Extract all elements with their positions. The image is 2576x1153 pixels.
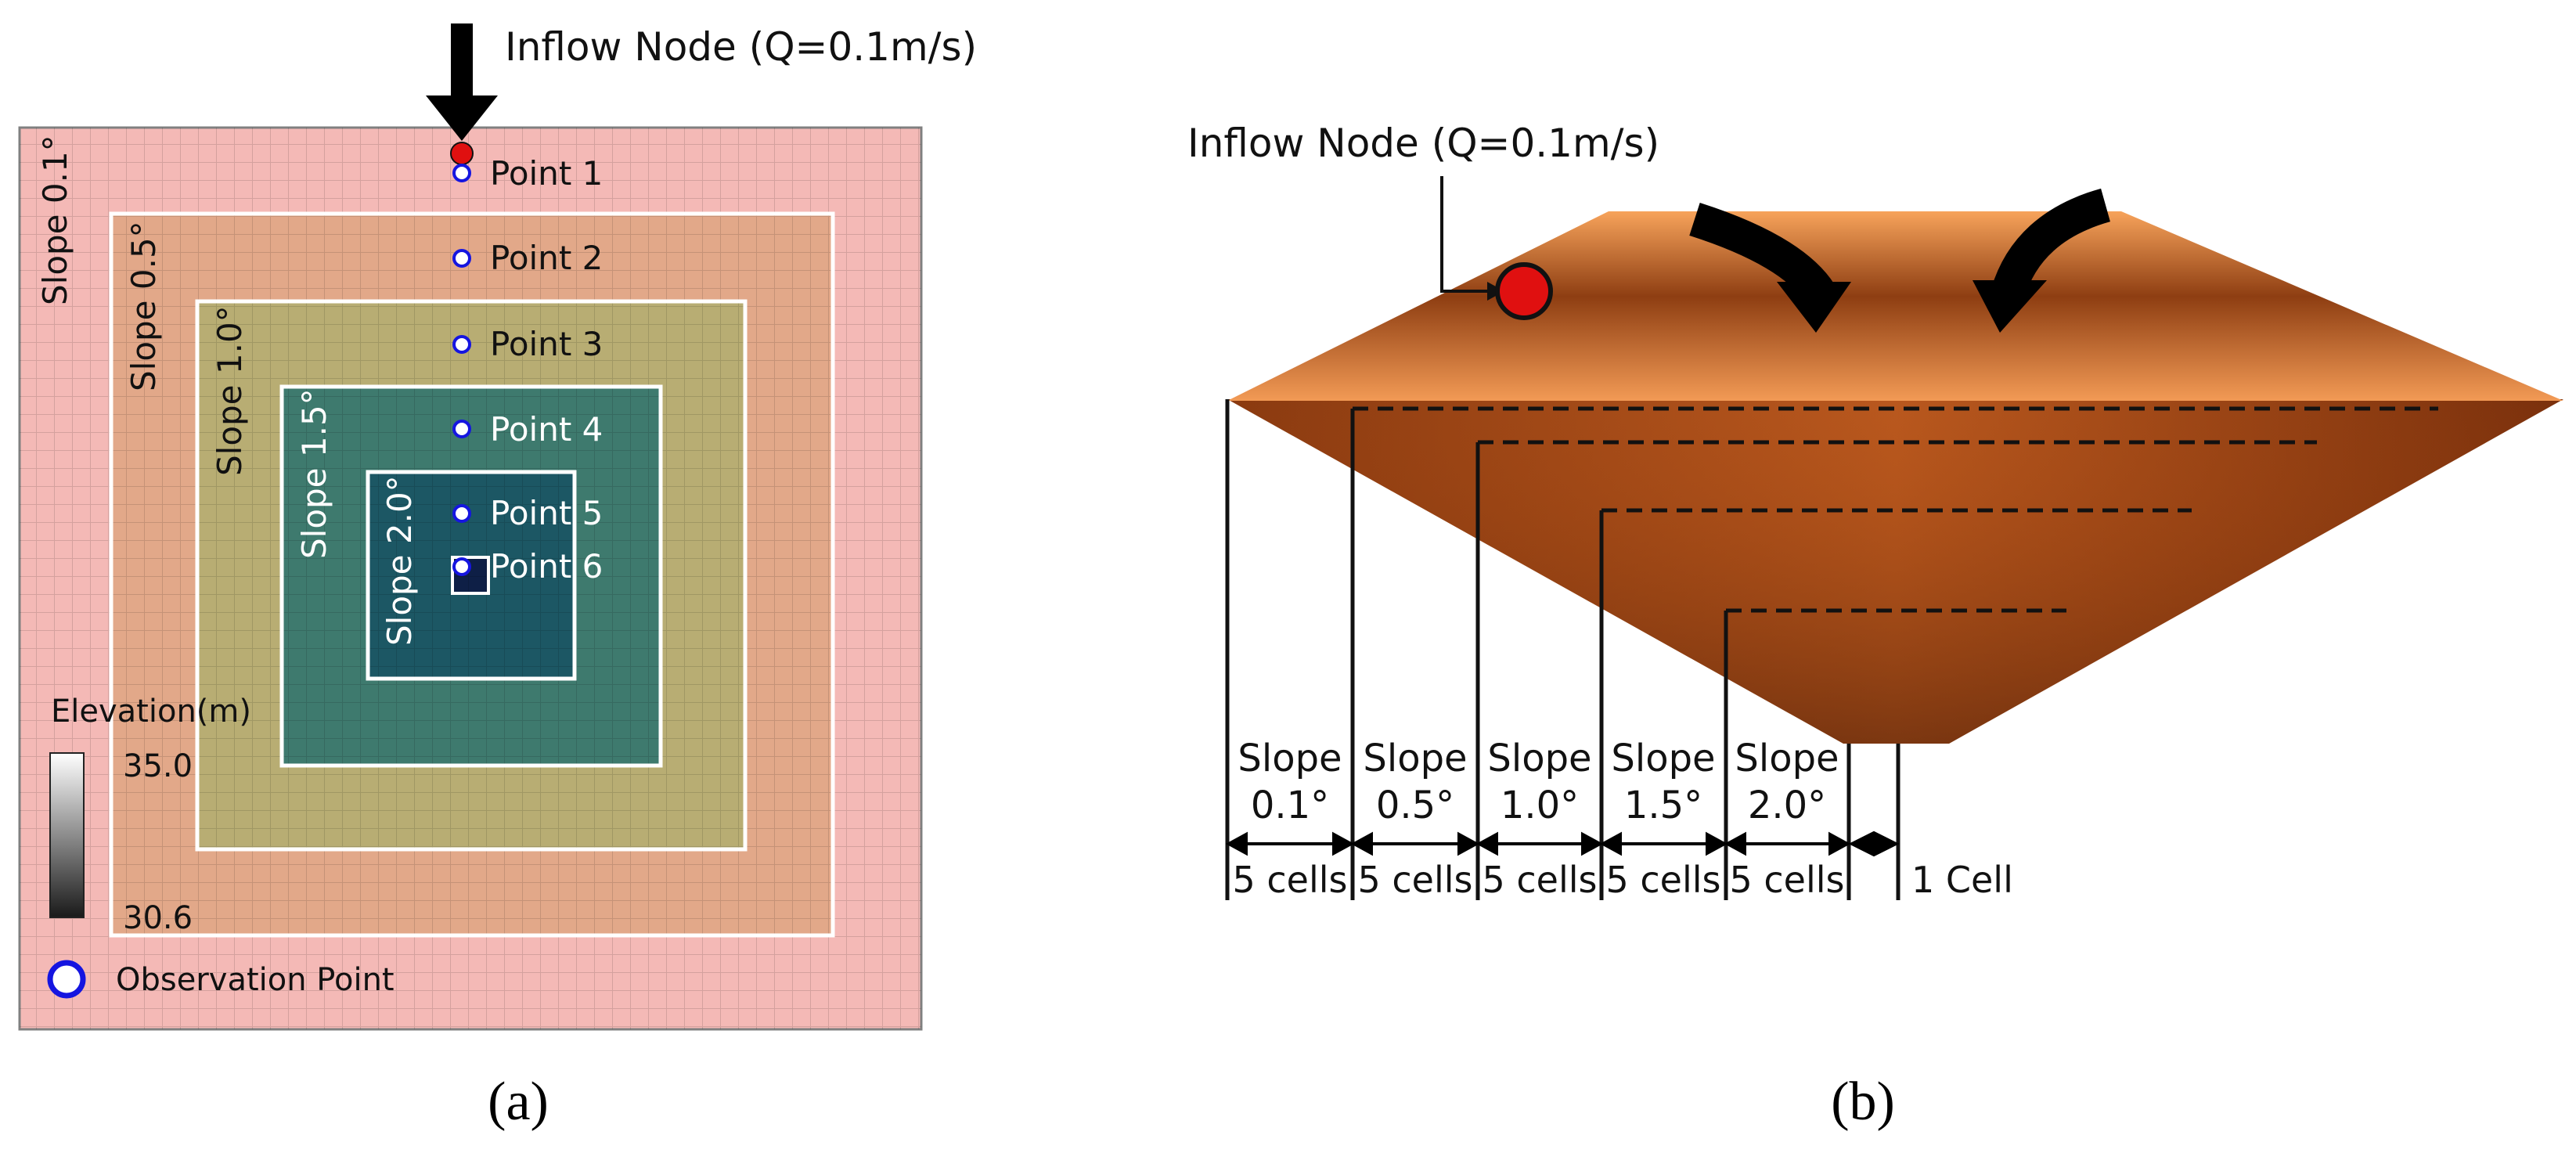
- slope-boundary-lines: [1353, 406, 2438, 613]
- caption-a: (a): [488, 1072, 549, 1132]
- dim-arrow-5b: [1828, 831, 1851, 856]
- slope-label-1-5: Slope 1.5°: [295, 388, 333, 559]
- point-1-label: Point 1: [490, 154, 603, 193]
- panel-a: Inflow Node (Q=0.1m/s) Slope 0.1° Slope …: [18, 23, 977, 1132]
- zone-border-1-5: [279, 384, 663, 768]
- legend-max: 35.0: [123, 748, 193, 784]
- point-2-marker: [452, 249, 471, 268]
- dim-arrow-1b: [1332, 831, 1355, 856]
- slope-word-0-5: Slope: [1363, 737, 1467, 780]
- point-4-marker: [452, 420, 471, 438]
- inflow-node-a: [450, 142, 474, 165]
- terrain-top-surface: [1227, 211, 2563, 401]
- dim-arrow-2b: [1457, 831, 1480, 856]
- point-5-label: Point 5: [490, 494, 603, 532]
- dim-arrow-4a: [1599, 831, 1622, 856]
- slope-labels-b: Slope 0.1° Slope 0.5° Slope 1.0° Slope 1…: [1238, 737, 1839, 827]
- observation-legend-label: Observation Point: [116, 962, 395, 998]
- point-4-label: Point 4: [490, 410, 603, 449]
- inflow-arrow-head: [426, 95, 498, 141]
- zone-border-0-5: [109, 211, 835, 938]
- point-3-label: Point 3: [490, 325, 603, 363]
- cells-label-2: 5 cells: [1357, 859, 1472, 901]
- slope-label-0-1: Slope 0.1°: [36, 135, 74, 305]
- point-5-marker: [452, 504, 471, 523]
- flow-arrow-right-head: [1973, 280, 2047, 333]
- elevation-legend: Elevation(m) 35.0 30.6 Observation Point: [47, 694, 395, 999]
- cells-label-4: 5 cells: [1605, 859, 1720, 901]
- cells-label-3: 5 cells: [1482, 859, 1597, 901]
- dim-arrow-3b: [1581, 831, 1604, 856]
- cells-label-5: 5 cells: [1729, 859, 1844, 901]
- point-6-marker: [452, 557, 471, 576]
- inflow-pointer-line: [1440, 176, 1487, 293]
- cells-label-1: 5 cells: [1232, 859, 1347, 901]
- flow-arrows: [1689, 188, 2111, 333]
- grid-overlay: [20, 128, 921, 1029]
- center-cell-border: [451, 556, 490, 595]
- dim-arrow-3a: [1475, 831, 1498, 856]
- zone-border-2-0: [366, 470, 577, 681]
- elevation-colorbar: [49, 752, 85, 918]
- slope-word-0-1: Slope: [1238, 737, 1342, 780]
- legend-min: 30.6: [123, 900, 193, 936]
- slope-value-0-5: 0.5°: [1376, 784, 1454, 827]
- slope-label-2-0: Slope 2.0°: [380, 475, 419, 646]
- dim-arrow-2a: [1350, 831, 1373, 856]
- caption-b: (b): [1831, 1072, 1895, 1132]
- cell-labels: 5 cells 5 cells 5 cells 5 cells 5 cells …: [1232, 859, 2012, 901]
- dim-arrow-center: [1848, 831, 1900, 857]
- dim-arrow-4b: [1706, 831, 1728, 856]
- dim-arrow-1a: [1225, 831, 1248, 856]
- point-3-marker: [452, 335, 471, 354]
- inflow-label-a: Inflow Node (Q=0.1m/s): [505, 24, 977, 70]
- point-2-label: Point 2: [490, 239, 603, 277]
- slope-word-1-5: Slope: [1611, 737, 1715, 780]
- legend-title: Elevation(m): [51, 694, 251, 730]
- dimension-arrows: [1225, 831, 1900, 857]
- slope-zones: [18, 126, 923, 1031]
- center-cell-label: 1 Cell: [1911, 859, 2013, 901]
- observation-points: Point 1 Point 2 Point 3 Point 4 Point 5 …: [452, 154, 603, 586]
- slope-value-2-0: 2.0°: [1748, 784, 1826, 827]
- slope-label-1-0: Slope 1.0°: [211, 305, 249, 476]
- terrain-funnel-shade: [1227, 399, 2563, 744]
- dim-arrow-5a: [1724, 831, 1746, 856]
- slope-label-0-5: Slope 0.5°: [124, 221, 163, 391]
- slope-value-1-5: 1.5°: [1624, 784, 1702, 827]
- slope-word-2-0: Slope: [1735, 737, 1839, 780]
- panel-b: Inflow Node (Q=0.1m/s) Slope 0.1° Slope …: [1187, 121, 2563, 1132]
- point-1-marker: [452, 164, 471, 182]
- flow-arrow-right-icon: [1991, 188, 2111, 299]
- inflow-label-b: Inflow Node (Q=0.1m/s): [1187, 121, 1659, 166]
- zone-marker-lines: [1225, 399, 1900, 900]
- zone-border-1-0: [195, 299, 748, 852]
- flow-arrow-left-head: [1777, 282, 1851, 333]
- point-6-label: Point 6: [490, 547, 603, 586]
- slope-value-1-0: 1.0°: [1501, 784, 1579, 827]
- slope-word-1-0: Slope: [1487, 737, 1591, 780]
- observation-legend-icon: [47, 960, 86, 999]
- inflow-arrow-shaft: [451, 23, 473, 98]
- slope-value-0-1: 0.1°: [1251, 784, 1329, 827]
- inflow-node-b: [1495, 262, 1553, 320]
